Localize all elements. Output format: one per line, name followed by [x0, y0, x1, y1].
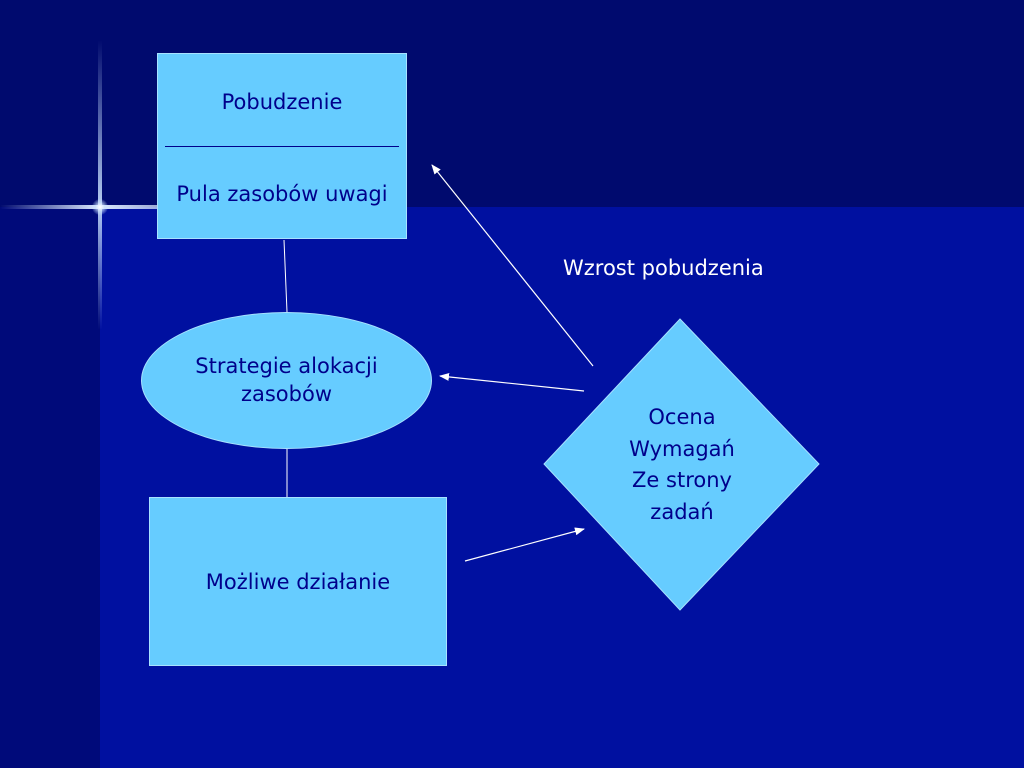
node-ocena-line: zadań	[650, 499, 714, 524]
node-pobudzenie-divider	[165, 146, 399, 147]
node-strategie-ellipse: Strategie alokacji zasobów	[141, 312, 432, 449]
node-strategie-line2: zasobów	[240, 381, 333, 406]
node-ocena-diamond	[543, 318, 820, 611]
arrow-diamond-to-ellipse	[439, 372, 585, 392]
arrow-diamond-to-top-box	[431, 164, 594, 367]
node-pobudzenie-box: Pobudzenie Pula zasobów uwagi	[157, 53, 407, 239]
node-ocena-line: Ocena	[648, 405, 716, 429]
light-flare-horizontal	[0, 205, 300, 209]
node-strategie-line1: Strategie alokacji	[195, 354, 378, 379]
node-pobudzenie-subtitle: Pula zasobów uwagi	[176, 182, 388, 206]
node-ocena-text: Ocena Wymagań Ze strony zadań	[590, 402, 774, 528]
node-pobudzenie-title: Pobudzenie	[221, 90, 343, 114]
light-flare-vertical	[98, 40, 102, 330]
node-dzialanie-box: Możliwe działanie	[149, 497, 447, 666]
edge-label-wzrost-pobudzenia: Wzrost pobudzenia	[563, 256, 764, 280]
node-ocena-line: Wymagań	[629, 436, 735, 461]
background-main-area	[100, 207, 1024, 768]
light-flare-core	[92, 199, 108, 215]
arrow-bottom-box-to-diamond	[464, 527, 585, 562]
node-ocena-line: Ze strony	[632, 468, 732, 492]
background-left-band	[0, 207, 100, 768]
connector-top-box-to-ellipse	[283, 239, 288, 313]
node-dzialanie-label: Możliwe działanie	[205, 569, 391, 594]
